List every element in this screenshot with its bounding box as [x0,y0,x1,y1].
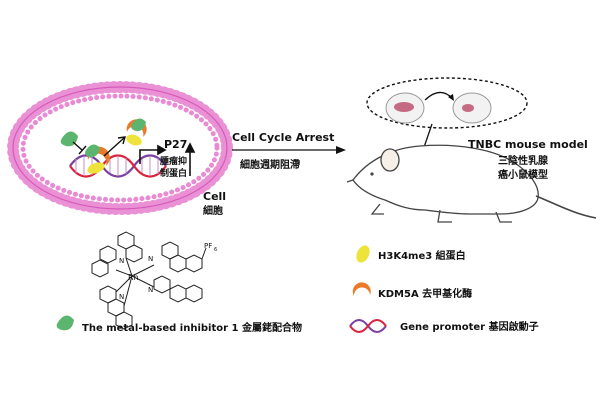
dish-curved-arrow [424,91,453,101]
h3k4me3-marker [87,162,105,174]
cell-label-zh: 細胞 [203,204,223,217]
arrest-label-en: Cell Cycle Arrest [232,131,334,144]
petri-dish-treated [452,92,492,124]
h3k4me3-marker-2 [126,134,142,146]
arrest-arrow [232,146,346,154]
molecule-n-1: N [119,257,124,265]
cell-membrane [7,81,233,215]
p27-desc-line1: 腫瘤抑 [160,155,187,167]
legend-inhibitor-label: The metal-based inhibitor 1 金屬銠配合物 [82,321,302,334]
mouse-illustration [346,144,597,223]
dna-helix [69,154,167,178]
molecule-n-2: N [119,293,124,301]
legend-kdm5a-label: KDM5A 去甲基化酶 [378,287,472,300]
p27-label: P27 [164,138,187,151]
molecule-n-3: N [148,255,153,263]
arrest-label-zh: 細胞週期阻滯 [240,158,300,171]
release-arrow [103,136,126,157]
petri-dish-control [385,92,425,124]
legend-inhibitor-icon [56,315,74,331]
molecule-n-4: N [148,286,153,294]
legend-kdm5a-icon [352,282,371,296]
inhibitor-drop-2 [85,144,100,158]
mouse-label-zh-line2: 癌小鼠模型 [498,168,548,181]
rh-complex-structure [91,231,207,330]
molecule-metal: Rh [128,273,139,282]
mouse-label-zh-line1: 三陰性乳腺 [498,154,549,167]
dish-comparison [366,77,528,129]
inhibitor-drop-3 [131,118,146,132]
p27-activation-arrow [139,144,167,164]
molecule-counter-ion: PF [204,242,212,250]
inhibition-arrow [72,141,87,155]
legend-gene-promoter-icon [349,319,387,333]
p27-desc-line2: 制蛋白 [160,167,187,179]
mouse-label-en: TNBC mouse model [468,138,588,151]
legend-h3k4me3-label: H3K4me3 組蛋白 [378,249,466,262]
legend-gene-promoter-label: Gene promoter 基因啟動子 [400,320,539,333]
cell-label-en: Cell [203,190,226,203]
p27-up-arrow [184,142,196,176]
molecule-counter-ion-sub: 6 [214,247,217,253]
legend-h3k4me3-icon [356,245,370,263]
